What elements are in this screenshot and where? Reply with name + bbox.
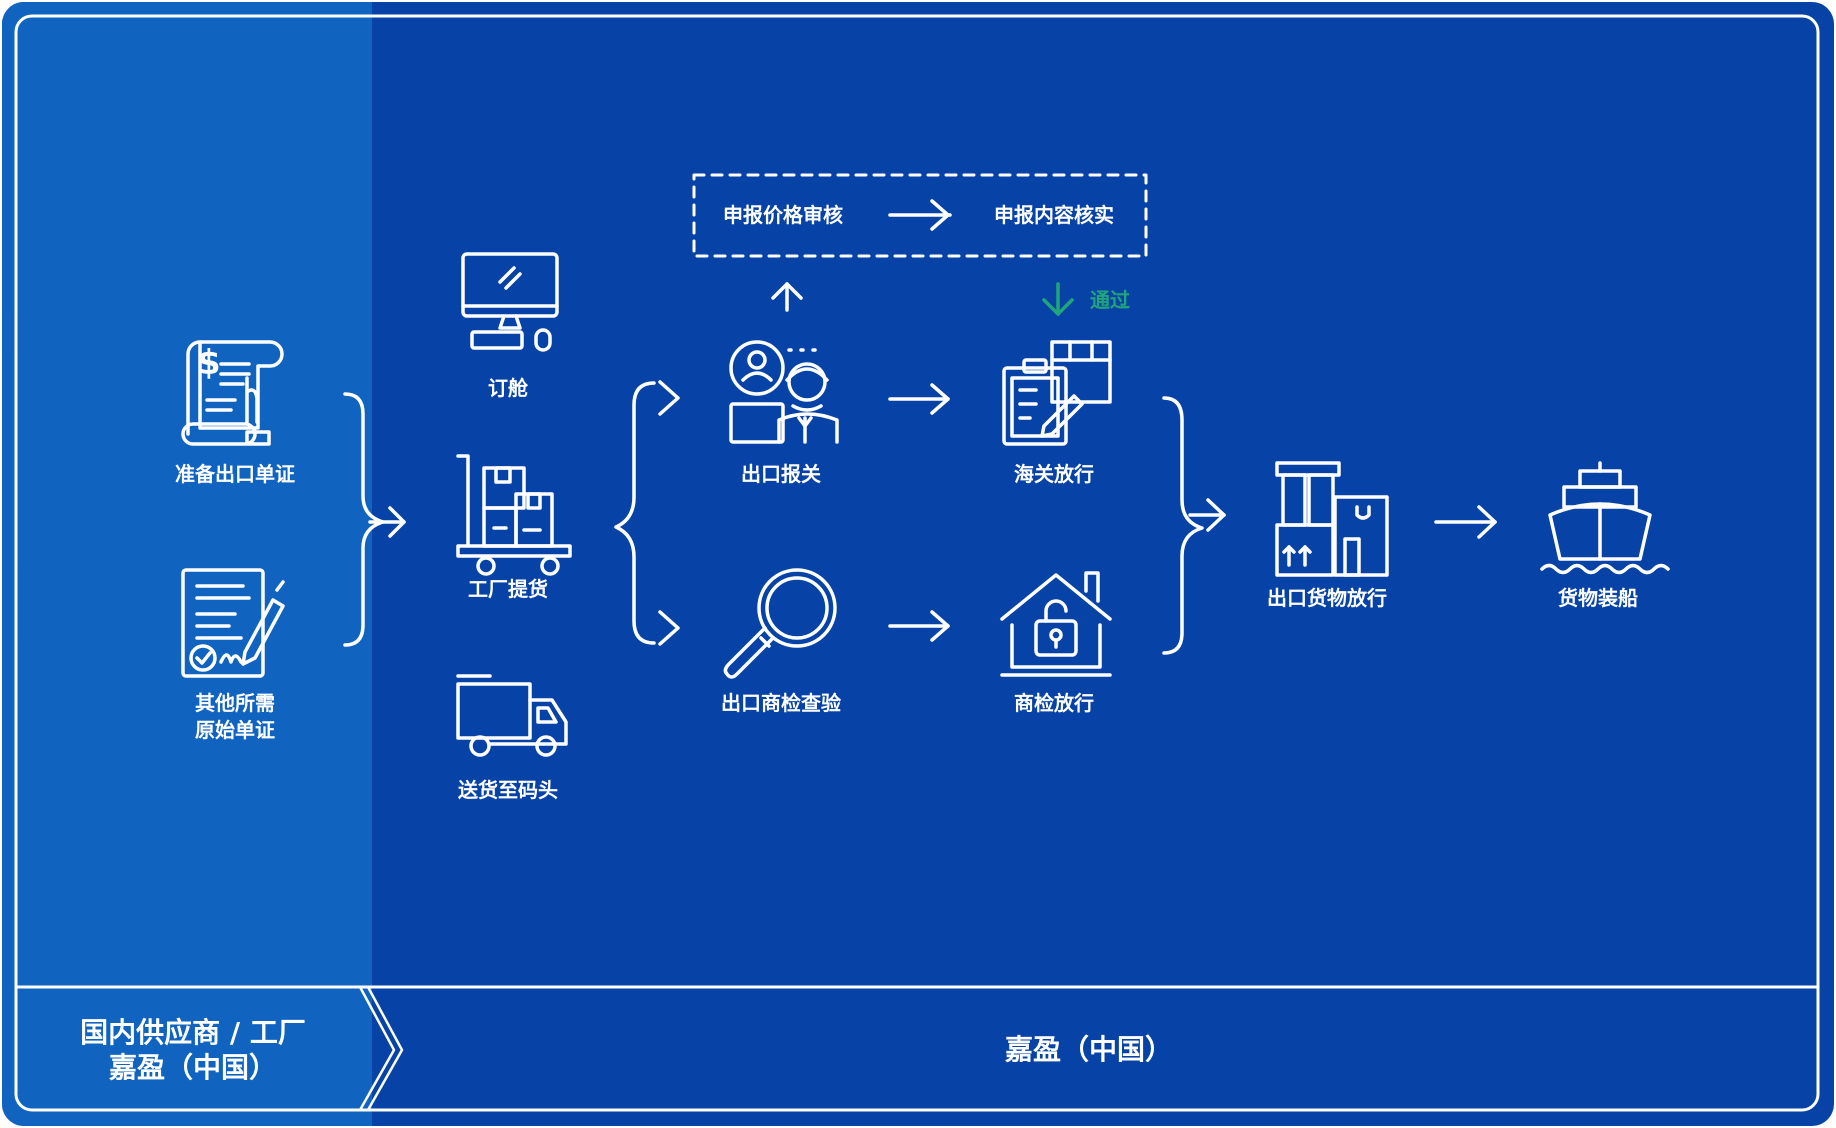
arrow-to-customs-release <box>888 383 950 415</box>
footer-chevron <box>358 985 404 1112</box>
label-customs-release: 海关放行 <box>1014 462 1094 486</box>
label-inspection-release: 商检放行 <box>1014 691 1094 715</box>
merge-brace-2 <box>1162 396 1204 655</box>
label-other-docs-2: 原始单证 <box>195 718 275 742</box>
footer-supplier-line1: 国内供应商 / 工厂 <box>80 1016 306 1049</box>
contract-pen-icon <box>181 568 285 678</box>
truck-icon <box>456 674 568 757</box>
label-content-verify: 申报内容核实 <box>994 203 1114 227</box>
label-goods-loading: 货物装船 <box>1558 586 1638 610</box>
label-export-inspection: 出口商检查验 <box>721 691 841 715</box>
arrow-to-loading <box>1434 505 1497 539</box>
footer-company: 嘉盈（中国） <box>1004 1033 1174 1066</box>
hand-truck-icon <box>456 454 572 576</box>
document-dollar-icon: $ <box>181 340 284 446</box>
label-pass: 通过 <box>1090 288 1130 312</box>
label-booking: 订舱 <box>488 376 528 400</box>
clipboard-package-icon <box>1002 340 1112 446</box>
supplier-panel <box>2 2 372 1126</box>
arrow-to-inspection-release <box>888 610 950 642</box>
label-prepare-docs: 准备出口单证 <box>175 462 295 486</box>
arrow-head-up-branch <box>658 380 680 416</box>
arrow-to-export-release <box>1188 498 1226 532</box>
house-lock-icon <box>1000 571 1112 677</box>
computer-icon <box>461 252 559 352</box>
review-arrow <box>888 199 952 231</box>
label-other-docs-1: 其他所需 <box>195 691 275 715</box>
review-box <box>692 173 1148 258</box>
pass-arrow <box>1042 282 1074 316</box>
label-deliver-dock: 送货至码头 <box>458 778 558 802</box>
arrow-head-down-branch <box>658 610 680 646</box>
label-export-declaration: 出口报关 <box>741 462 821 486</box>
cargo-boxes-icon <box>1275 461 1389 577</box>
cargo-ship-icon <box>1540 461 1670 575</box>
split-brace <box>614 381 656 645</box>
up-arrow <box>771 282 803 312</box>
customs-agent-icon <box>729 340 839 444</box>
svg-text:$: $ <box>197 343 221 383</box>
footer-supplier-line2: 嘉盈（中国） <box>108 1051 278 1084</box>
label-export-goods-release: 出口货物放行 <box>1267 586 1387 610</box>
label-factory-pickup: 工厂提货 <box>468 577 548 601</box>
merge-brace-1 <box>343 392 385 647</box>
label-price-review: 申报价格审核 <box>723 203 843 227</box>
magnifier-icon <box>723 568 837 679</box>
inner-border <box>14 14 1820 1112</box>
